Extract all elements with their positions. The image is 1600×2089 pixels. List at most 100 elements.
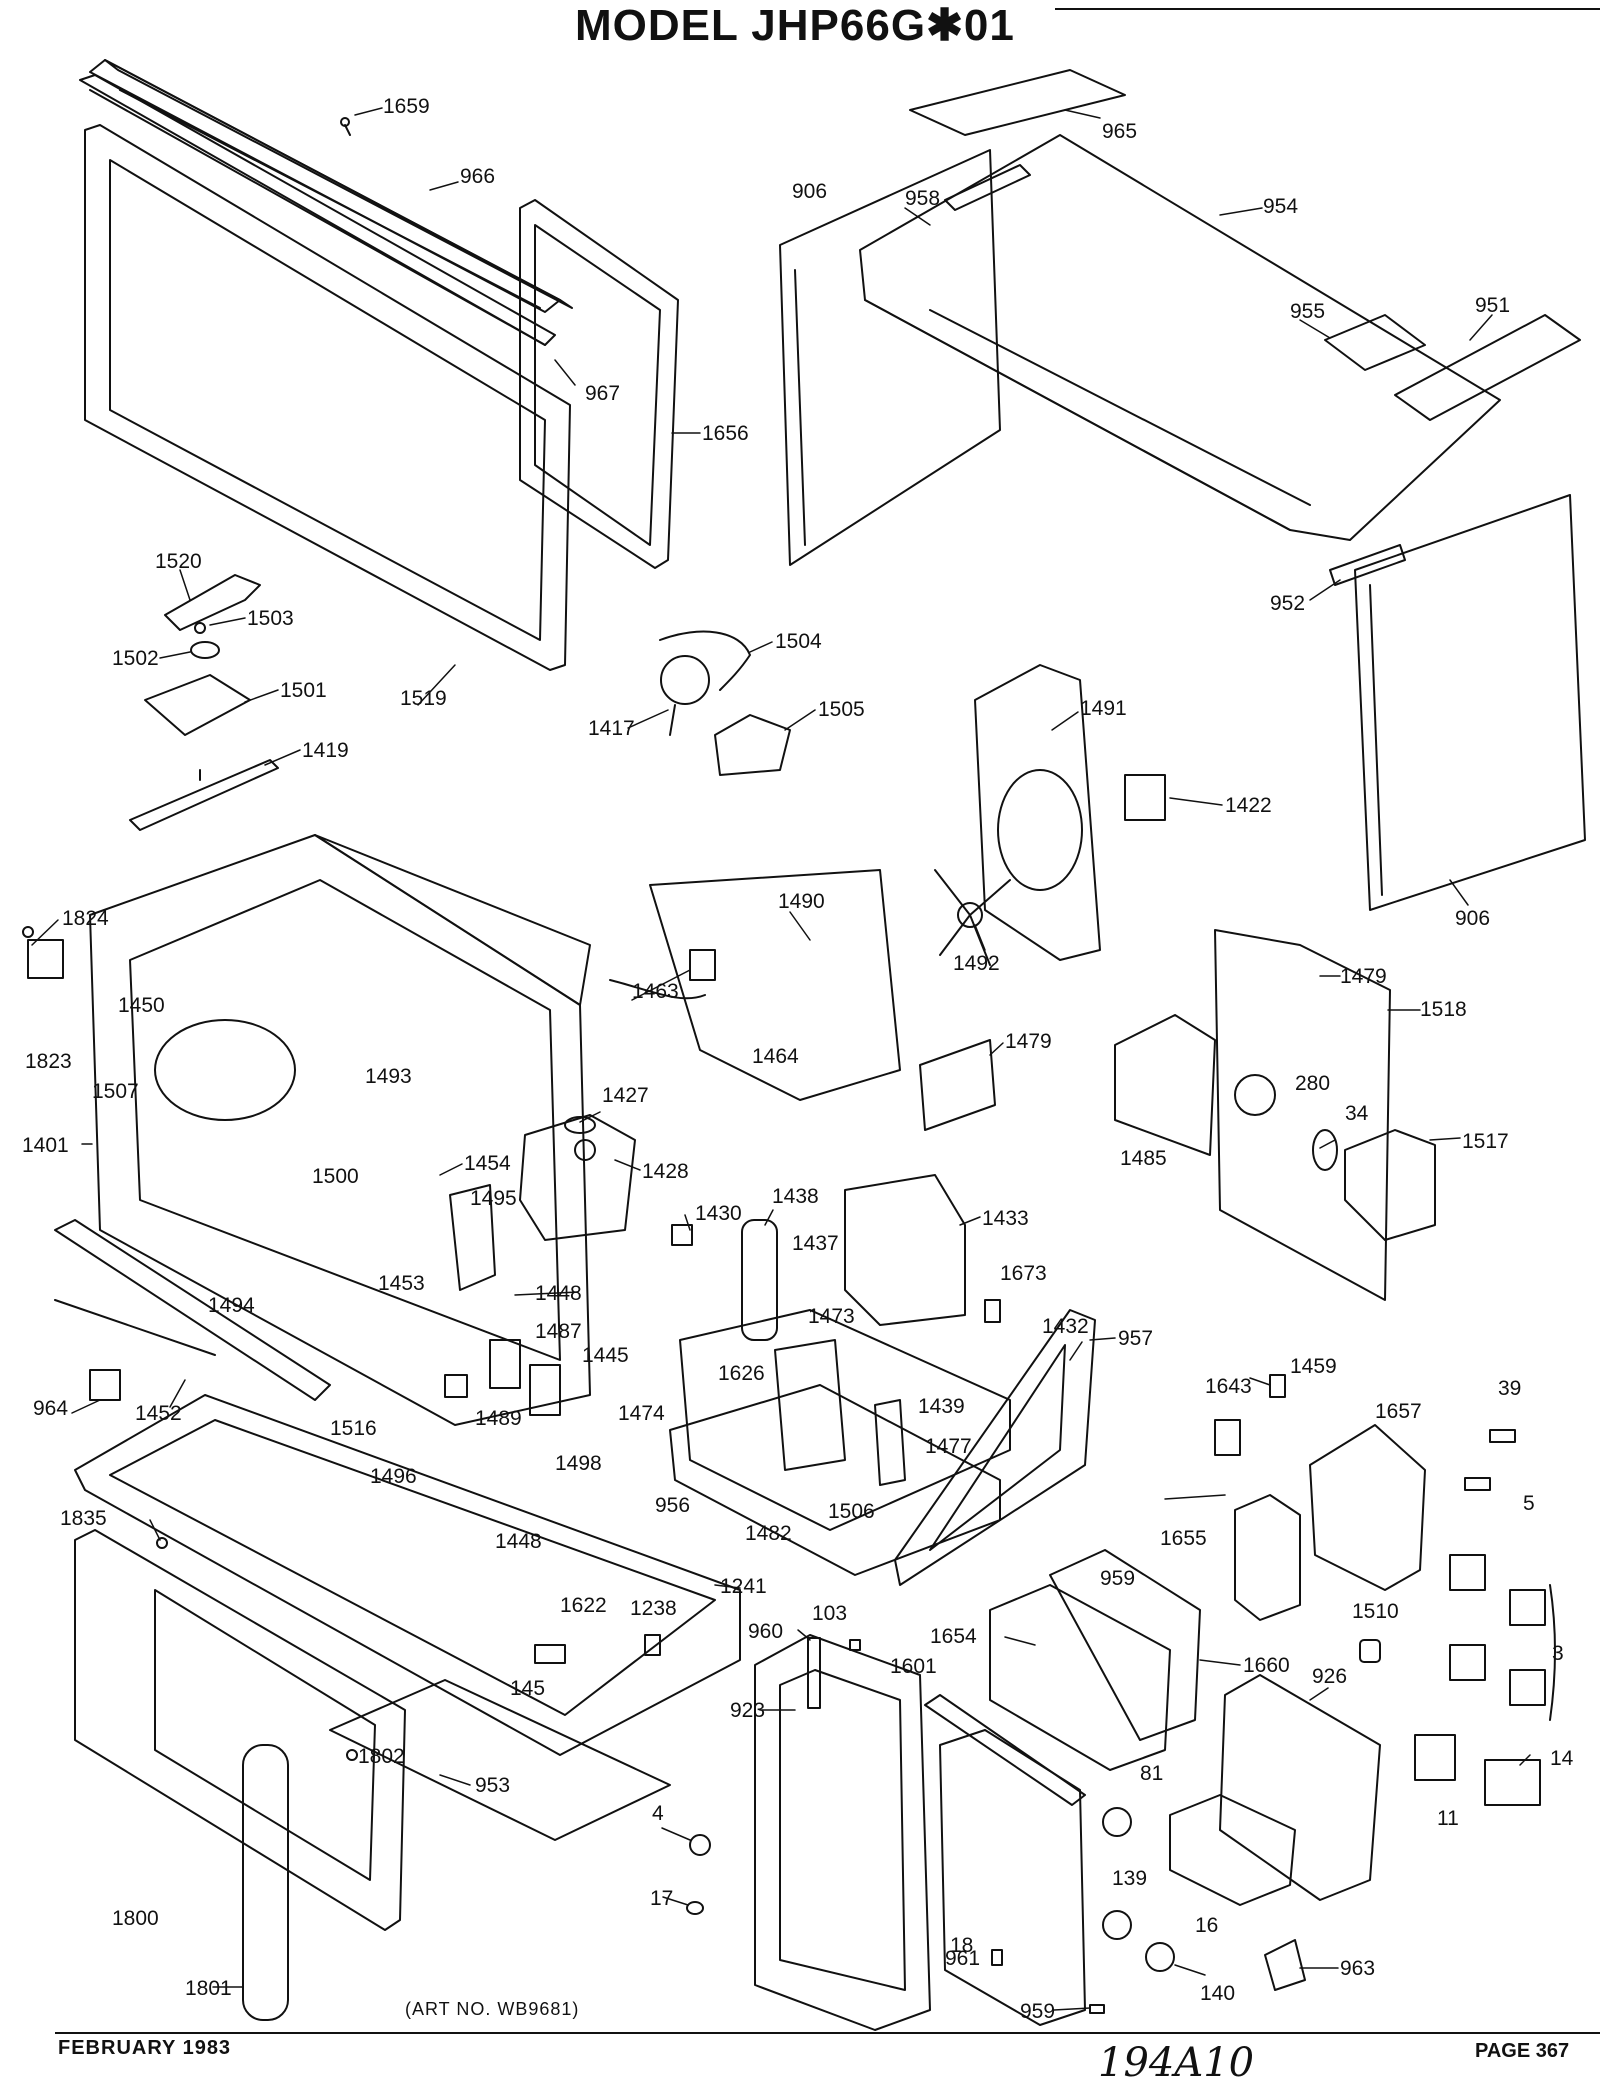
part-1238-clip xyxy=(644,1634,661,1656)
part-1517-plate xyxy=(1344,1129,1436,1241)
part-label-967: 967 xyxy=(585,382,620,405)
part-label-1518: 1518 xyxy=(1420,998,1467,1021)
part-1657-bracket xyxy=(1309,1424,1426,1591)
part-1510-knob xyxy=(1359,1639,1381,1663)
part-965-panel xyxy=(909,69,1126,136)
part-1485-box xyxy=(1114,1014,1216,1156)
part-label-1490: 1490 xyxy=(778,890,825,913)
part-label-1519: 1519 xyxy=(400,687,447,710)
part-label-1501: 1501 xyxy=(280,679,327,702)
part-label-966: 966 xyxy=(460,165,495,188)
part-280-bulb xyxy=(1234,1074,1276,1116)
part-1477-relay-board xyxy=(874,1399,906,1486)
part-label-39: 39 xyxy=(1498,1377,1521,1400)
part-967-rail xyxy=(79,74,556,346)
part-1520-bracket xyxy=(164,574,261,631)
part-label-1439: 1439 xyxy=(918,1395,965,1418)
part-label-17: 17 xyxy=(650,1887,673,1910)
part-923-door-frame xyxy=(754,1634,931,2031)
part-label-1463: 1463 xyxy=(632,980,679,1003)
part-label-954: 954 xyxy=(1263,195,1298,218)
part-1601-strip xyxy=(924,1694,1086,1806)
part-139-knob xyxy=(1102,1910,1132,1940)
part-952-bracket xyxy=(1329,544,1406,586)
part-label-145: 145 xyxy=(510,1677,545,1700)
part-label-1824: 1824 xyxy=(62,907,109,930)
part-label-1510: 1510 xyxy=(1352,1600,1399,1623)
part-1622-component xyxy=(534,1644,566,1664)
part-label-1479-upper: 1479 xyxy=(1340,965,1387,988)
leader-lines xyxy=(31,107,1531,2011)
part-18-panel xyxy=(939,1729,1086,2026)
part-label-923: 923 xyxy=(730,1699,765,1722)
part-1459-switch xyxy=(1269,1374,1286,1398)
part-label-957: 957 xyxy=(1118,1327,1153,1350)
part-label-1453: 1453 xyxy=(378,1272,425,1295)
part-label-1459: 1459 xyxy=(1290,1355,1337,1378)
part-label-16: 16 xyxy=(1195,1914,1218,1937)
page-title: MODEL JHP66G✱01 xyxy=(575,1,1015,50)
part-1241-base-frame xyxy=(74,1394,741,1756)
part-926-panel xyxy=(1219,1674,1381,1901)
part-1419-shaft xyxy=(129,759,279,831)
part-label-965: 965 xyxy=(1102,120,1137,143)
part-1654-touch-panel xyxy=(989,1584,1171,1771)
part-label-959-upper: 959 xyxy=(1100,1567,1135,1590)
part-label-1507: 1507 xyxy=(92,1080,139,1103)
part-label-1454: 1454 xyxy=(464,1152,511,1175)
part-label-1493: 1493 xyxy=(365,1065,412,1088)
part-label-1626: 1626 xyxy=(718,1362,765,1385)
part-label-961: 961 xyxy=(945,1947,980,1970)
part-140-knob xyxy=(1145,1942,1175,1972)
part-label-1654: 1654 xyxy=(930,1625,977,1648)
part-label-11: 11 xyxy=(1437,1807,1459,1830)
part-label-1473: 1473 xyxy=(808,1305,855,1328)
part-label-280: 280 xyxy=(1295,1072,1330,1095)
title-rule xyxy=(1055,8,1600,10)
part-1659-screw xyxy=(340,117,351,136)
part-1505-bracket xyxy=(714,714,791,776)
part-1655-display xyxy=(1234,1494,1301,1621)
part-11-timer xyxy=(1414,1734,1456,1781)
part-906-side-panel-right xyxy=(1354,494,1586,911)
part-906-side-panel-left xyxy=(779,149,1001,566)
part-1823-hinge xyxy=(27,939,64,979)
part-1673-fuse xyxy=(984,1299,1001,1323)
part-label-1500: 1500 xyxy=(312,1165,359,1188)
part-label-34: 34 xyxy=(1345,1102,1369,1125)
part-957-brace xyxy=(894,1309,1096,1586)
part-34-socket xyxy=(1312,1129,1338,1171)
part-label-1801: 1801 xyxy=(185,1977,232,2000)
part-1422-motor xyxy=(1124,774,1166,821)
part-1417-motor xyxy=(660,655,710,736)
part-label-14: 14 xyxy=(1550,1747,1574,1770)
part-label-1516: 1516 xyxy=(330,1417,377,1440)
part-label-1496: 1496 xyxy=(370,1465,417,1488)
part-14-timer xyxy=(1484,1759,1541,1806)
part-label-1427: 1427 xyxy=(602,1084,649,1107)
part-label-1432: 1432 xyxy=(1042,1315,1089,1338)
part-label-956: 956 xyxy=(655,1494,690,1517)
part-label-5: 5 xyxy=(1523,1492,1535,1515)
part-1428-magnetron xyxy=(519,1114,636,1241)
part-1433-transformer xyxy=(844,1174,966,1326)
part-label-1504: 1504 xyxy=(775,630,822,653)
part-label-1498: 1498 xyxy=(555,1452,602,1475)
part-label-4: 4 xyxy=(652,1802,664,1825)
part-1479-plate xyxy=(919,1039,996,1131)
part-1491-fan-housing xyxy=(974,664,1101,961)
footer-date: FEBRUARY 1983 xyxy=(58,2037,232,2059)
part-label-81: 81 xyxy=(1140,1762,1163,1785)
part-956-base-plate xyxy=(669,1384,1001,1576)
part-4-knob xyxy=(689,1834,711,1856)
part-label-1656: 1656 xyxy=(702,422,749,445)
part-label-1673: 1673 xyxy=(1000,1262,1047,1285)
part-1430-switch xyxy=(671,1224,693,1246)
part-1427-magnetron-gasket xyxy=(564,1116,596,1134)
part-1660-board xyxy=(1049,1549,1201,1741)
part-1432-base xyxy=(679,1309,1011,1531)
part-label-1477: 1477 xyxy=(925,1435,972,1458)
part-1401-cavity xyxy=(89,834,591,1426)
part-label-140: 140 xyxy=(1200,1982,1235,2005)
part-label-955: 955 xyxy=(1290,300,1325,323)
